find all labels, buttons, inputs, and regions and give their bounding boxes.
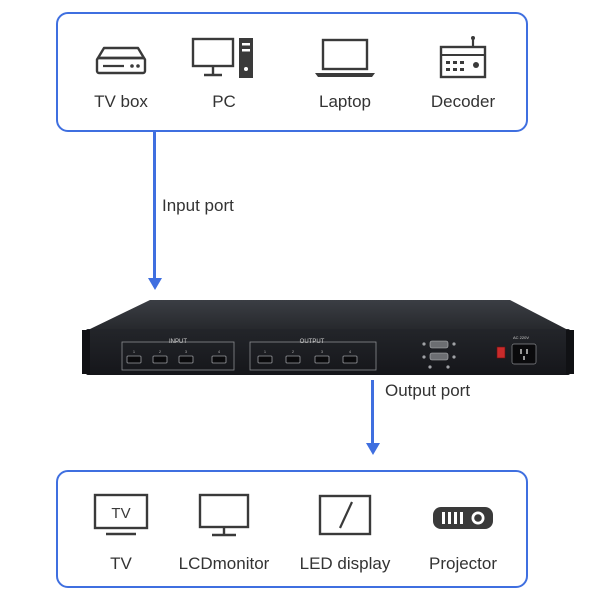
hdmi-input-port — [178, 355, 194, 364]
output-port-group: 1 2 3 4 — [257, 350, 358, 364]
led-display-icon — [290, 492, 400, 540]
device-label: PC — [212, 92, 236, 111]
device-tv-box: TV box — [66, 34, 176, 124]
device-label: LED display — [299, 554, 391, 573]
power-label: AC 220V — [513, 335, 529, 340]
device-projector: Projector — [408, 492, 518, 582]
tv-icon: TV — [66, 492, 176, 540]
matrix-switcher-device: INPUT 1 2 3 4 OUTPUT 1 2 3 4 AC 220V — [82, 300, 574, 375]
tv-box-icon — [66, 34, 176, 82]
output-arrow-line — [371, 380, 374, 446]
switcher-top-face — [88, 300, 568, 330]
rack-ear-right — [566, 330, 574, 374]
hdmi-input-port — [152, 355, 168, 364]
output-port-number: 3 — [321, 350, 323, 354]
pc-icon — [169, 34, 279, 82]
output-panel-label: OUTPUT — [300, 339, 325, 345]
output-ports-panel — [249, 341, 377, 371]
device-tv: TV TV — [66, 492, 176, 582]
laptop-icon — [290, 34, 400, 82]
lcd-monitor-icon — [169, 492, 279, 540]
input-arrow-head — [147, 278, 162, 290]
power-switch — [496, 346, 506, 359]
hdmi-output-port — [342, 355, 358, 364]
input-panel-label: INPUT — [169, 339, 187, 345]
hdmi-input-port — [126, 355, 142, 364]
rack-ear-left — [82, 330, 90, 374]
device-laptop: Laptop — [290, 34, 400, 124]
output-devices-panel: TV TV LCDmonitor LED display — [56, 470, 528, 588]
device-label: Laptop — [319, 92, 371, 111]
input-devices-panel: TV box PC Laptop — [56, 12, 528, 132]
power-socket — [511, 343, 537, 365]
input-port-number: 3 — [185, 350, 187, 354]
device-label: TV — [110, 554, 132, 573]
device-decoder: Decoder — [408, 34, 518, 124]
output-port-number: 1 — [264, 350, 266, 354]
device-label: TV box — [94, 92, 148, 111]
device-label: LCDmonitor — [178, 554, 270, 573]
input-ports-panel — [121, 341, 235, 371]
projector-icon — [408, 492, 518, 540]
decoder-icon — [408, 34, 518, 82]
input-port-number: 4 — [218, 350, 220, 354]
output-port-label: Output port — [385, 381, 471, 400]
input-arrow-line — [153, 132, 156, 282]
hdmi-input-port — [211, 355, 227, 364]
device-label: Projector — [428, 554, 498, 573]
device-led-display: LED display — [290, 492, 400, 582]
input-port-number: 1 — [133, 350, 135, 354]
input-port-group: 1 2 3 4 — [126, 350, 227, 364]
input-port-label: Input port — [162, 196, 234, 215]
serial-ports — [422, 340, 456, 369]
tv-icon-text: TV — [111, 505, 130, 522]
output-port-number: 4 — [349, 350, 351, 354]
output-port-number: 2 — [292, 350, 294, 354]
device-lcd-monitor: LCDmonitor — [169, 492, 279, 582]
hdmi-output-port — [257, 355, 273, 364]
input-port-number: 2 — [159, 350, 161, 354]
device-pc: PC — [169, 34, 279, 124]
hdmi-output-port — [314, 355, 330, 364]
output-arrow-head — [365, 443, 380, 455]
device-label: Decoder — [430, 92, 496, 111]
hdmi-output-port — [285, 355, 301, 364]
switcher-front-face — [86, 329, 570, 375]
